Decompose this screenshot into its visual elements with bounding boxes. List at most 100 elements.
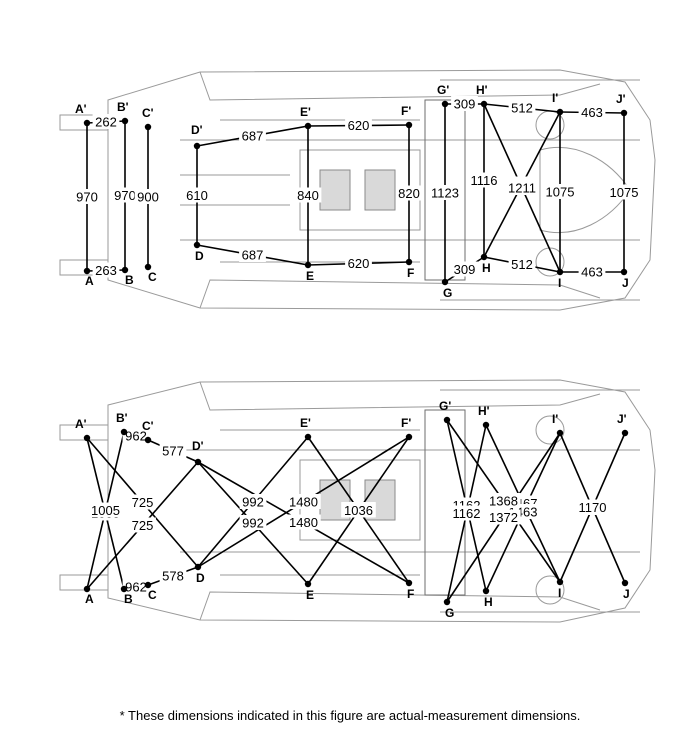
bottom-point-label-d: D	[196, 571, 205, 585]
top-dim-label-bg	[92, 114, 120, 129]
top-point-label-a: A	[85, 274, 94, 288]
top-point-i-prime	[556, 108, 564, 116]
top-point-label-c: C	[148, 270, 157, 284]
top-point-label-d-prime: D'	[191, 123, 203, 137]
top-dim-label-bg	[395, 185, 423, 201]
bottom-point-label-j: J	[623, 587, 630, 601]
bottom-point-label-i: I	[558, 586, 561, 600]
bottom-dim-value-c-d: 578	[162, 569, 184, 584]
top-dim-value-a-b: 263	[95, 263, 117, 278]
bottom-dim-label-bg	[286, 514, 321, 530]
top-point-c	[144, 263, 152, 271]
top-dim-value-h-i: 512	[511, 257, 533, 272]
top-dim-value-d-prime-d: 610	[186, 188, 208, 203]
top-point-label-h-prime: H'	[476, 83, 488, 97]
bottom-point-f-prime	[405, 433, 413, 441]
bottom-point-label-f: F	[407, 587, 414, 601]
top-point-d	[193, 241, 201, 249]
top-dim-label-bg	[451, 96, 478, 111]
bottom-dim-value-d-f-prime: 1480	[289, 495, 318, 510]
bottom-point-label-f-prime: F'	[401, 416, 411, 430]
top-dim-value-g-prime-h-prime: 309	[454, 97, 476, 112]
top-point-e	[304, 261, 312, 269]
bottom-point-label-j-prime: J'	[617, 412, 627, 426]
bottom-dim-value-d-prime-f: 1480	[289, 515, 318, 530]
bottom-dim-label-bg	[129, 517, 156, 533]
bottom-point-g	[443, 598, 451, 606]
top-point-h	[480, 253, 488, 261]
bottom-point-label-b: B	[124, 592, 133, 606]
top-point-label-a-prime: A'	[75, 102, 87, 116]
top-point-g	[441, 278, 449, 286]
bottom-dim-value-a-prime-d: 725	[132, 495, 154, 510]
bottom-point-label-i-prime: I'	[552, 412, 558, 426]
bottom-dim-label-bg	[239, 515, 267, 530]
bottom-point-label-h: H	[484, 595, 493, 609]
top-dim-label-bg	[606, 184, 642, 200]
top-point-label-g-prime: G'	[437, 83, 449, 97]
top-dim-label-bg	[451, 261, 478, 277]
bottom-dim-label-bg	[159, 443, 187, 458]
top-point-a	[83, 267, 91, 275]
top-dim-value-h-prime-i-prime: 512	[511, 101, 533, 116]
top-dim-value-e-f: 620	[348, 256, 370, 271]
bottom-dim-value-c-prime-d-prime: 577	[162, 444, 184, 459]
bottom-dim-value-a-b-prime: 1005	[91, 503, 120, 518]
top-dim-value-a-prime-b-prime: 262	[95, 115, 117, 130]
bottom-dim-value-g-prime-i: 1368	[489, 494, 518, 509]
top-dim-value-i-prime-j-prime: 463	[581, 105, 603, 120]
bottom-point-j-prime	[621, 429, 629, 437]
top-point-label-b-prime: B'	[117, 100, 129, 114]
bottom-point-i	[556, 578, 564, 586]
bottom-point-label-g: G	[445, 606, 454, 620]
top-point-label-b: B	[125, 273, 134, 287]
top-point-label-i: I	[558, 276, 561, 290]
top-dim-label-bg	[427, 185, 463, 200]
top-point-c-prime	[144, 123, 152, 131]
top-point-d-prime	[193, 142, 201, 150]
top-point-f	[405, 258, 413, 266]
bottom-point-d-prime	[194, 458, 202, 466]
top-dim-label-bg	[345, 117, 372, 133]
top-dim-value-g-prime-g: 1123	[431, 186, 459, 201]
bottom-dim-label-bg	[449, 505, 484, 521]
bottom-point-e-prime	[304, 433, 312, 441]
bottom-point-e	[304, 580, 312, 588]
top-dim-value-d-prime-e-prime: 687	[242, 129, 264, 144]
bottom-dim-label-bg	[88, 502, 123, 518]
bottom-point-label-e: E	[306, 588, 314, 602]
bottom-point-h-prime	[482, 421, 490, 429]
top-point-j-prime	[620, 109, 628, 117]
top-dim-label-bg	[134, 189, 162, 204]
top-dim-label-bg	[504, 180, 540, 195]
bottom-point-label-b-prime: B'	[116, 411, 128, 425]
top-point-label-c-prime: C'	[142, 106, 154, 120]
bottom-point-a-prime	[83, 434, 91, 442]
footnote: * These dimensions indicated in this fig…	[119, 708, 581, 723]
top-point-label-i-prime: I'	[552, 91, 558, 105]
top-dim-value-g-h: 309	[454, 262, 476, 277]
top-point-g-prime	[441, 100, 449, 108]
top-dim-label-bg	[111, 187, 139, 203]
top-dim-value-a-prime-a: 970	[76, 190, 98, 205]
top-point-label-g: G	[443, 286, 452, 300]
bottom-point-f	[405, 579, 413, 587]
bottom-dim-value-b-prime-c-prime: 962	[125, 429, 147, 444]
top-dim-label-bg	[578, 104, 606, 120]
top-point-label-h: H	[482, 261, 491, 275]
top-dim-label-bg	[183, 187, 211, 203]
bottom-point-j	[621, 579, 629, 587]
top-point-i	[556, 268, 564, 276]
top-dim-label-bg	[239, 247, 266, 262]
bottom-point-g-prime	[443, 416, 451, 424]
bottom-point-i-prime	[556, 429, 564, 437]
bottom-point-c	[144, 581, 152, 589]
top-dim-label-bg	[542, 184, 578, 199]
bottom-point-label-h-prime: H'	[478, 404, 490, 418]
top-dim-value-i-j: 463	[581, 265, 603, 280]
bottom-dim-value-d-prime-e: 992	[242, 516, 264, 531]
top-point-b-prime	[121, 117, 129, 125]
bottom-dim-label-bg	[239, 494, 267, 509]
bottom-dim-value-g-i-prime: 1372	[489, 510, 518, 525]
